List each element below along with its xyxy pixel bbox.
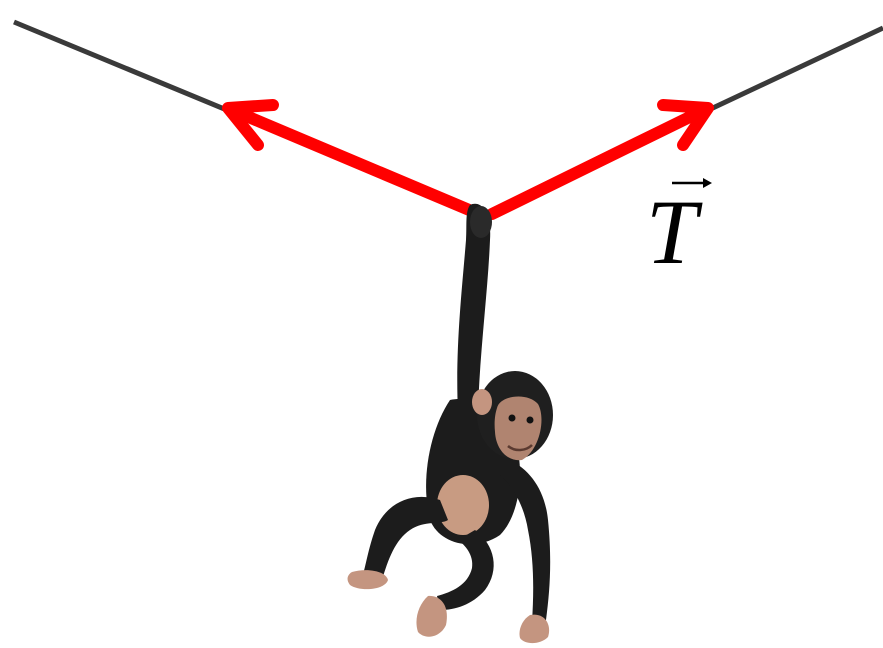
chimp-right-arm (500, 460, 551, 622)
chimp-hand-top (470, 206, 492, 238)
chimp-face (494, 396, 542, 461)
chimp-right-leg (437, 530, 494, 610)
tension-arrow-right (486, 99, 714, 220)
chimp-ear (472, 389, 492, 415)
tension-vector-label: T (646, 181, 698, 283)
chimp-left-leg (362, 496, 448, 580)
chimp-right-hand (519, 614, 550, 644)
chimpanzee-illustration (347, 203, 553, 644)
rope-line (13, 19, 883, 219)
chimp-mouth (507, 444, 533, 452)
chimp-belly (437, 475, 489, 535)
chimp-left-foot (347, 570, 388, 590)
chimp-eye-right (526, 416, 534, 424)
chimp-eye-left (508, 414, 516, 422)
vector-arrow-accent (672, 178, 712, 188)
chimp-right-foot (416, 595, 447, 637)
rope (13, 19, 883, 219)
chimp-raised-arm (457, 203, 491, 412)
tension-arrow-left (222, 99, 480, 218)
